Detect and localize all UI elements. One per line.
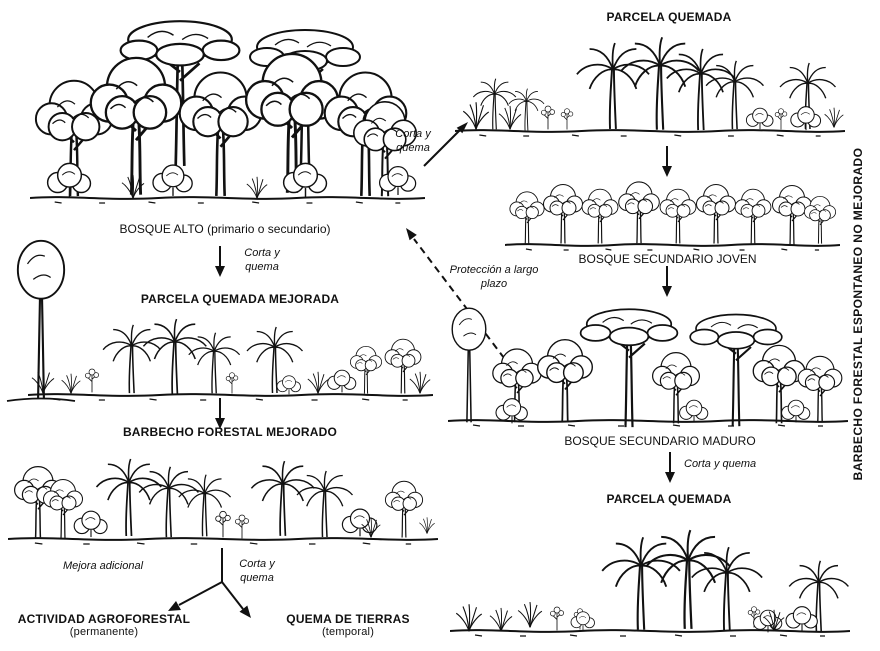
bosque-secundario-joven-label: BOSQUE SECUNDARIO JOVEN bbox=[578, 252, 757, 266]
actividad-agroforestal-title: ACTIVIDAD AGROFORESTAL bbox=[17, 612, 191, 626]
lone-tree-illustration bbox=[6, 239, 76, 402]
corta-y-quema-label-1: Corta y quema bbox=[244, 247, 280, 273]
barbecho-forestal-mejorado-illustration bbox=[8, 458, 438, 546]
arrow-down-icon bbox=[215, 246, 225, 277]
proteccion-label: Protección a largo plazo bbox=[449, 264, 539, 290]
actividad-agroforestal-label: ACTIVIDAD AGROFORESTAL (permanente) bbox=[0, 612, 208, 640]
bosque-alto-illustration bbox=[30, 19, 425, 204]
parcela-quemada-top-label: PARCELA QUEMADA bbox=[606, 10, 732, 24]
bosque-secundario-maduro-label: BOSQUE SECUNDARIO MADURO bbox=[564, 434, 756, 448]
parcela-quemada-bottom-label: PARCELA QUEMADA bbox=[606, 492, 732, 506]
mejora-adicional-label: Mejora adicional bbox=[62, 560, 144, 572]
arrow-down-icon bbox=[662, 146, 672, 177]
arrow-down-icon bbox=[665, 452, 675, 483]
quema-de-tierras-title: QUEMA DE TIERRAS bbox=[286, 612, 410, 626]
parcela-quemada-mejorada-label: PARCELA QUEMADA MEJORADA bbox=[140, 292, 340, 306]
parcela-quemada-top-illustration bbox=[455, 36, 845, 137]
quema-de-tierras-label: QUEMA DE TIERRAS (temporal) bbox=[258, 612, 438, 640]
parcela-quemada-mejorada-illustration bbox=[28, 318, 433, 402]
corta-y-quema-center-label: Corta y quema bbox=[395, 128, 431, 154]
arrow-down-icon bbox=[662, 266, 672, 297]
arrow-down-icon bbox=[215, 398, 225, 429]
split-arrow-icon bbox=[168, 548, 251, 618]
bosque-alto-label: BOSQUE ALTO (primario o secundario) bbox=[119, 222, 331, 236]
corta-y-quema-label-2: Corta y quema bbox=[239, 558, 275, 584]
actividad-agroforestal-note: (permanente) bbox=[69, 626, 139, 639]
barbecho-espontaneo-vertical-label: BARBECHO FORESTAL ESPONTANEO NO MEJORADO bbox=[851, 147, 865, 481]
bosque-secundario-joven-illustration bbox=[505, 181, 840, 251]
quema-de-tierras-note: (temporal) bbox=[321, 626, 375, 639]
barbecho-forestal-mejorado-label: BARBECHO FORESTAL MEJORADO bbox=[122, 425, 338, 439]
parcela-quemada-bottom-illustration bbox=[450, 529, 850, 637]
corta-y-quema-right-label: Corta y quema bbox=[684, 458, 757, 470]
bosque-secundario-maduro-illustration bbox=[448, 307, 848, 428]
